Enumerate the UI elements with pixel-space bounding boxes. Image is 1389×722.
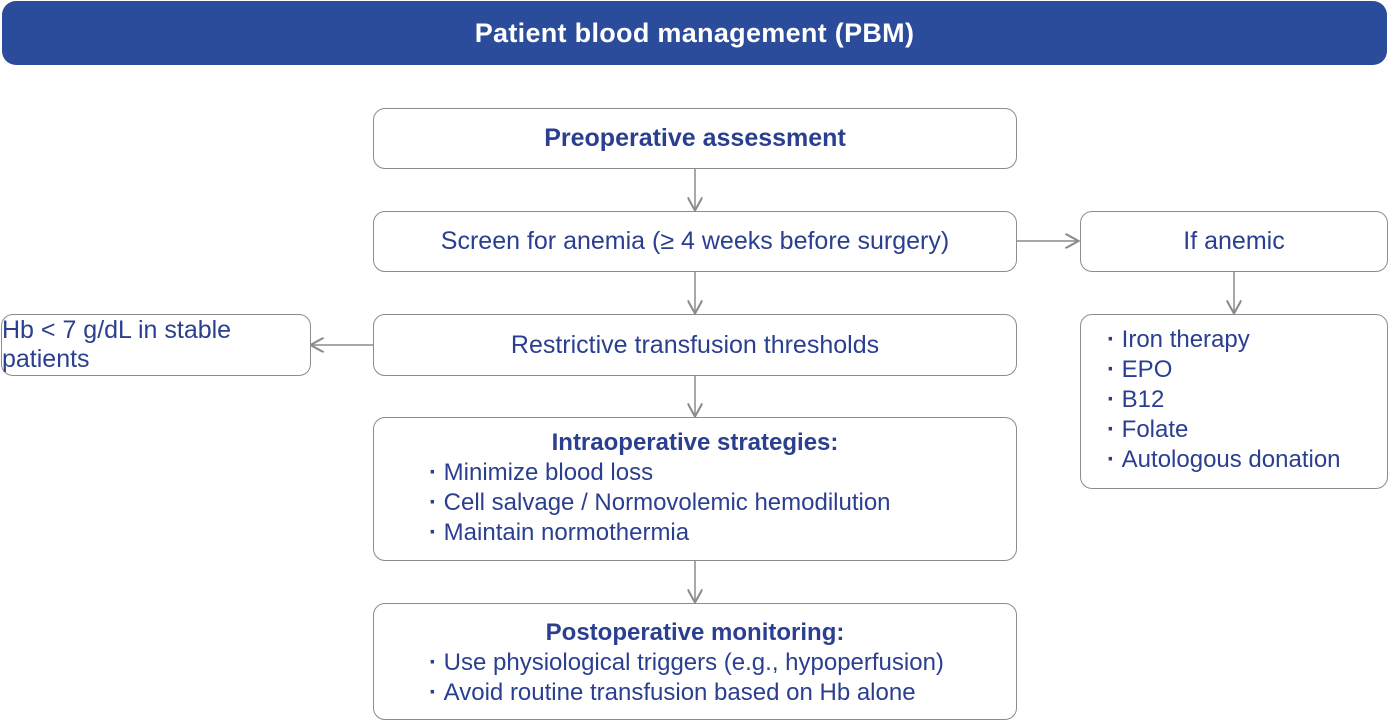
postop-monitoring-box: Postoperative monitoring: Use physiologi… [373,603,1017,720]
postop-item: Use physiological triggers (e.g., hypope… [429,648,1016,678]
screen-anemia-box: Screen for anemia (≥ 4 weeks before surg… [373,211,1017,272]
intraop-item: Cell salvage / Normovolemic hemodilution [429,488,1016,518]
screen-anemia-label: Screen for anemia (≥ 4 weeks before surg… [440,227,950,255]
treatment-item: Autologous donation [1107,445,1387,475]
intraop-item: Maintain normothermia [429,518,1016,548]
anemia-treatments-box: Iron therapy EPO B12 Folate Autologous d… [1080,314,1388,489]
treatment-item: Iron therapy [1107,325,1387,355]
postop-item: Avoid routine transfusion based on Hb al… [429,678,1016,708]
hb-threshold-label: Hb < 7 g/dL in stable patients [2,316,232,373]
restrictive-thresholds-label: Restrictive transfusion thresholds [510,330,880,359]
postop-heading: Postoperative monitoring: [545,619,845,646]
intraop-item: Minimize blood loss [429,458,1016,488]
title-banner: Patient blood management (PBM) [2,1,1387,65]
restrictive-thresholds-box: Restrictive transfusion thresholds [373,314,1017,376]
treatment-item: EPO [1107,355,1387,385]
intraop-heading: Intraoperative strategies: [551,429,839,456]
treatment-item: B12 [1107,385,1387,415]
treatment-item: Folate [1107,415,1387,445]
if-anemic-box: If anemic [1080,211,1388,272]
if-anemic-label: If anemic [1183,227,1285,255]
hb-threshold-box: Hb < 7 g/dL in stable patients [1,314,311,376]
intraop-strategies-box: Intraoperative strategies: Minimize bloo… [373,417,1017,561]
preop-assessment-label: Preoperative assessment [544,124,846,152]
preop-assessment-box: Preoperative assessment [373,108,1017,169]
diagram-title: Patient blood management (PBM) [474,17,915,48]
